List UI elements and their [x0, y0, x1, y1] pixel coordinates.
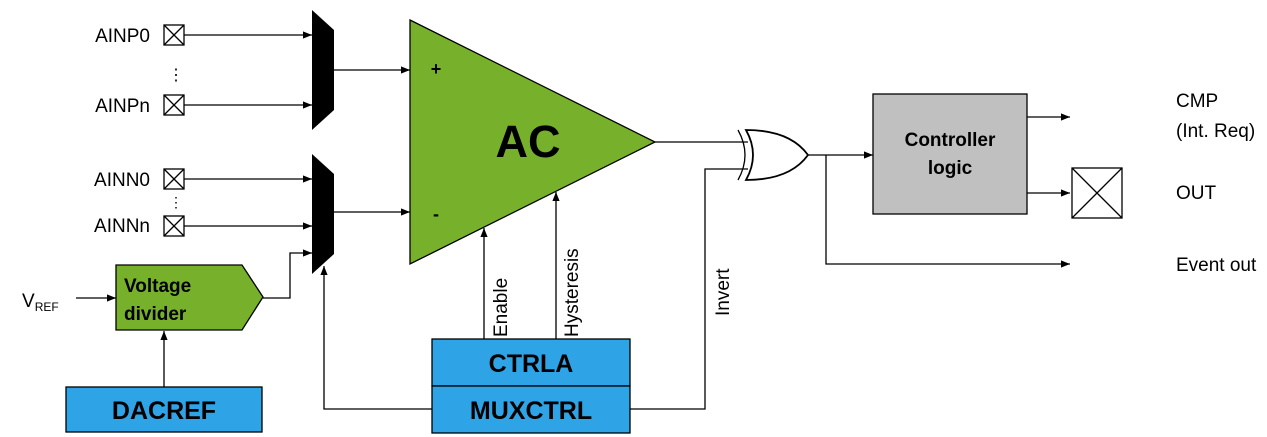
- hysteresis-label: Hysteresis: [562, 248, 583, 337]
- ainp0-label: AINP0: [95, 26, 150, 47]
- ctrla-register: [431, 338, 631, 387]
- voltage-divider-line2: divider: [124, 304, 187, 325]
- invert-label: Invert: [713, 268, 734, 316]
- ainnn-label: AINNn: [94, 216, 150, 237]
- ctrla-label: CTRLA: [489, 350, 574, 378]
- controller-logic-block: [872, 93, 1028, 215]
- ainp0-pin-icon: [163, 24, 185, 46]
- ainn0-label: AINN0: [94, 170, 150, 191]
- ainn-dots: ⋮: [169, 194, 183, 210]
- dacref-label: DACREF: [112, 397, 216, 425]
- event-out-wire: [825, 155, 1070, 268]
- voltage-divider-line1: Voltage: [124, 276, 191, 297]
- comparator-triangle: [409, 18, 657, 266]
- enable-label: Enable: [491, 278, 512, 337]
- ainp-dots: ⋮: [168, 67, 184, 84]
- voltage-divider-block: [115, 264, 264, 331]
- event-out-label: Event out: [1176, 255, 1257, 276]
- ainpn-pin-icon: [163, 94, 185, 116]
- out-pin-icon: [1071, 167, 1123, 219]
- out-label: OUT: [1176, 183, 1217, 204]
- ainpn-label: AINPn: [95, 96, 150, 117]
- muxctrl-to-mux-wire: [320, 266, 432, 410]
- ainnn-pin-icon: [163, 215, 185, 237]
- controller-label-line1: Controller: [905, 130, 996, 151]
- invert-wire: [630, 168, 748, 410]
- comparator-label: AC: [496, 116, 561, 167]
- xor-gate: [737, 129, 810, 181]
- controller-label-line2: logic: [928, 158, 973, 179]
- cmp-label-line2: (Int. Req): [1176, 121, 1255, 142]
- vref-label: VREF: [22, 291, 59, 314]
- divider-to-mux-wire: [263, 249, 312, 299]
- muxctrl-label: MUXCTRL: [470, 397, 592, 425]
- dacref-register: [65, 386, 263, 433]
- negative-mux: [312, 154, 334, 274]
- ainn0-pin-icon: [163, 168, 185, 190]
- cmp-label-line1: CMP: [1176, 91, 1218, 112]
- positive-mux: [312, 10, 334, 130]
- comparator-minus: -: [433, 204, 439, 224]
- comparator-plus: +: [431, 59, 442, 79]
